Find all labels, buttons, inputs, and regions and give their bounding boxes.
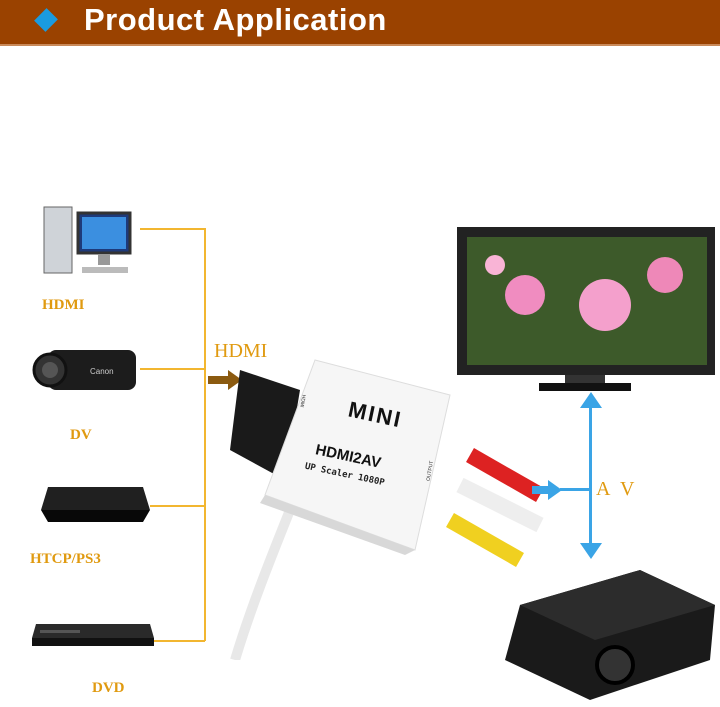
television — [457, 227, 715, 391]
desktop-computer-icon — [43, 206, 132, 274]
page-title: Product Application — [84, 2, 387, 37]
connector-vertical — [204, 228, 206, 641]
projector — [505, 570, 715, 700]
connector-line — [140, 368, 205, 370]
source-label: HTCP/PS3 — [30, 551, 101, 567]
source-label: DV — [70, 427, 92, 443]
camcorder-icon: Canon — [32, 350, 136, 390]
arrow-right-icon — [532, 480, 562, 500]
header-banner — [0, 0, 720, 46]
connector-line — [140, 228, 205, 230]
source-label: HDMI — [42, 297, 85, 313]
source-label: DVD — [92, 680, 125, 696]
arrow-right-icon — [208, 370, 242, 390]
av-output-label: A V — [596, 478, 638, 500]
arrow-down-icon — [580, 543, 602, 559]
arrow-up-icon — [580, 392, 602, 408]
svg-text:Canon: Canon — [90, 367, 114, 376]
hdmi-input-label: HDMI — [214, 340, 268, 362]
connector-line — [150, 640, 205, 642]
av-vertical-line — [589, 402, 592, 544]
game-console-icon — [41, 487, 150, 522]
rca-cables — [446, 448, 544, 567]
connector-line — [150, 505, 205, 507]
av-horizontal-line — [560, 488, 590, 491]
dvd-player-icon — [32, 624, 154, 646]
converter-box — [260, 359, 451, 555]
